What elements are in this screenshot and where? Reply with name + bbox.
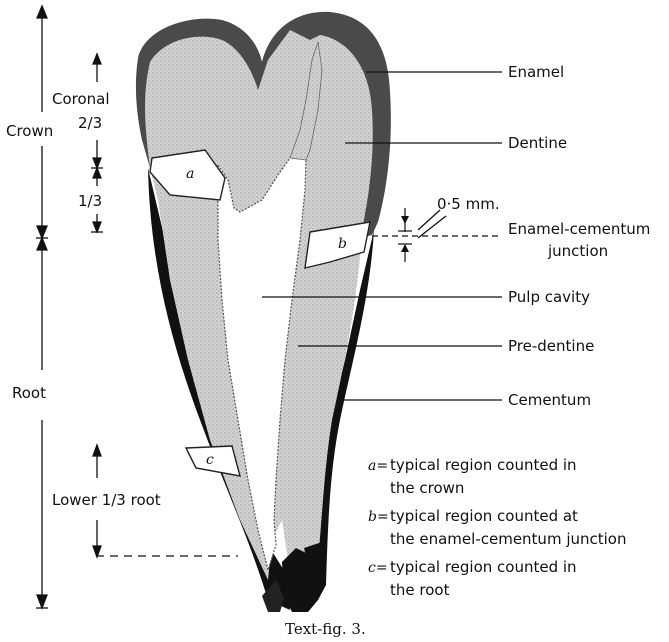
thickness-label: 0·5 mm. bbox=[437, 195, 500, 213]
region-a-label: a bbox=[186, 166, 194, 182]
figure-caption: Text-fig. 3. bbox=[285, 620, 366, 638]
crown-label: Crown bbox=[6, 122, 53, 140]
ecj-label-line2: junction bbox=[547, 242, 608, 260]
legend-a-line1: typical region counted in bbox=[390, 456, 577, 474]
legend-b-key: b= bbox=[368, 509, 389, 525]
gauge-arrow-down bbox=[401, 216, 409, 224]
one-third-label: 1/3 bbox=[78, 192, 102, 210]
coronal-label: Coronal bbox=[52, 90, 110, 108]
cementum-label: Cementum bbox=[508, 391, 591, 409]
coronal-arrow-top bbox=[93, 54, 101, 64]
legend-b-line2: the enamel-cementum junction bbox=[390, 530, 626, 548]
legend-b-line1: typical region counted at bbox=[390, 507, 578, 525]
crown-arrow-bottom bbox=[37, 226, 47, 238]
gauge-arrow-up bbox=[401, 244, 409, 252]
legend-a-line2: the crown bbox=[390, 479, 464, 497]
root-arrow-top bbox=[37, 238, 47, 250]
root-arrow-bottom bbox=[37, 595, 47, 608]
legend-c-key: c= bbox=[368, 560, 388, 576]
region-c-label: c bbox=[206, 452, 214, 468]
region-b-label: b bbox=[338, 236, 347, 252]
lower-root-arrow-top bbox=[93, 445, 101, 456]
legend-a-key: a= bbox=[368, 458, 388, 474]
legend-c-line1: typical region counted in bbox=[390, 558, 577, 576]
third-arrow-bottom bbox=[93, 222, 101, 232]
legend: a= typical region counted in the crown b… bbox=[368, 456, 626, 599]
dentine-label: Dentine bbox=[508, 134, 567, 152]
legend-c-line2: the root bbox=[390, 581, 450, 599]
predentine-label: Pre-dentine bbox=[508, 337, 594, 355]
ecj-label-line1: Enamel-cementum bbox=[508, 220, 650, 238]
thickness-leader-1 bbox=[418, 210, 440, 230]
enamel-label: Enamel bbox=[508, 63, 564, 81]
crown-arrow-top bbox=[37, 6, 47, 18]
root-label: Root bbox=[12, 384, 46, 402]
lower-root-label: Lower 1/3 root bbox=[52, 491, 161, 509]
pulp-label: Pulp cavity bbox=[508, 288, 590, 306]
third-arrow-top bbox=[93, 168, 101, 178]
coronal-fraction-label: 2/3 bbox=[78, 114, 102, 132]
